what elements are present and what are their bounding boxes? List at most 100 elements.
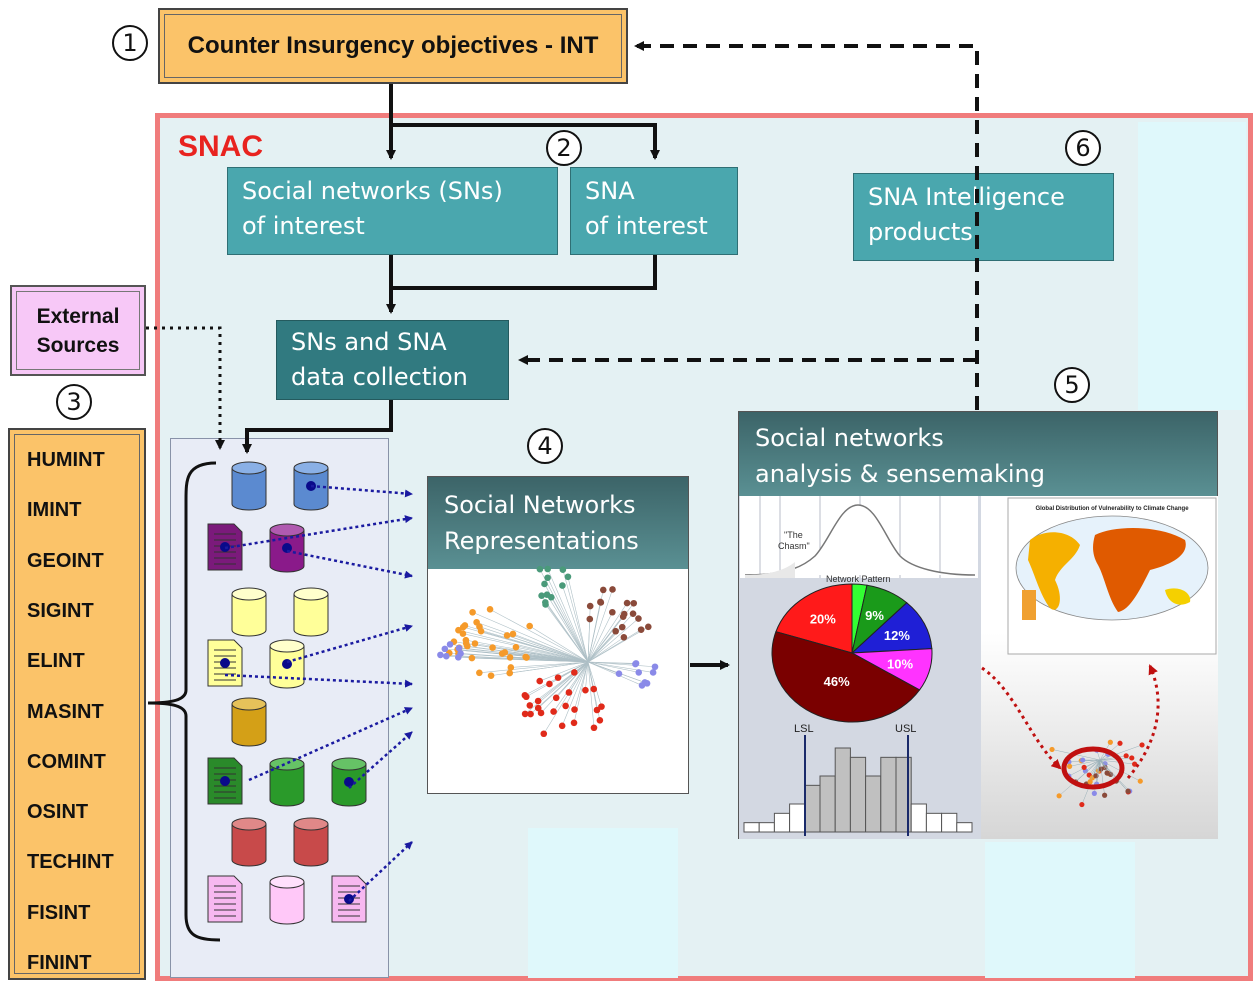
map-title: Global Distribution of Vulnerability to … bbox=[1035, 506, 1189, 512]
box-line: SNA Intelligence bbox=[868, 183, 1065, 211]
network-node bbox=[559, 566, 567, 574]
step-number: 4 bbox=[527, 428, 563, 464]
network-edge bbox=[587, 661, 643, 686]
network-node bbox=[635, 669, 643, 676]
int-source-item: FISINT bbox=[27, 901, 91, 924]
detail-node bbox=[1080, 757, 1086, 763]
network-node bbox=[590, 724, 598, 732]
network-node bbox=[498, 650, 506, 657]
feedback-to-objective bbox=[634, 41, 979, 410]
database-icon bbox=[293, 461, 329, 511]
network-node bbox=[554, 674, 562, 681]
network-node bbox=[599, 586, 607, 594]
header-line: Social Networks bbox=[444, 491, 636, 519]
network-node bbox=[544, 574, 551, 582]
network-node bbox=[558, 722, 566, 730]
db-top bbox=[231, 697, 267, 711]
network-node bbox=[644, 623, 652, 631]
network-node bbox=[635, 615, 642, 622]
light-patch bbox=[528, 828, 678, 978]
network-node bbox=[521, 710, 529, 718]
network-edge bbox=[562, 569, 589, 663]
network-node bbox=[637, 626, 645, 633]
box-line: products bbox=[868, 218, 973, 246]
network-edge bbox=[587, 612, 613, 663]
network-graph bbox=[437, 565, 659, 738]
database-icons bbox=[207, 461, 367, 925]
source-arrows bbox=[224, 484, 413, 902]
database-icon bbox=[269, 639, 305, 689]
analysis-header: Social networks analysis & sensemaking bbox=[739, 412, 1217, 496]
network-node bbox=[571, 669, 578, 676]
pie-label: 9% bbox=[865, 608, 884, 623]
network-edge bbox=[543, 661, 589, 734]
box-line: of interest bbox=[242, 212, 365, 240]
lsl-label: LSL bbox=[794, 723, 814, 735]
bell-fill bbox=[745, 562, 795, 578]
network-edge bbox=[553, 661, 589, 712]
box-line: data collection bbox=[291, 363, 468, 391]
database-icon bbox=[231, 461, 267, 511]
source-arrow bbox=[286, 624, 413, 664]
network-node bbox=[471, 640, 479, 647]
light-patch bbox=[985, 842, 1135, 978]
network-node bbox=[550, 708, 557, 715]
network-node bbox=[582, 686, 589, 694]
network-node bbox=[536, 677, 544, 685]
detail-edge bbox=[1089, 759, 1101, 776]
network-edge bbox=[512, 633, 589, 663]
network-edge bbox=[547, 568, 589, 663]
histogram-bar bbox=[956, 822, 973, 833]
network-node bbox=[536, 565, 544, 573]
network-edge bbox=[562, 585, 589, 663]
detail-node bbox=[1102, 792, 1108, 798]
source-arrow bbox=[286, 549, 413, 579]
detail-node bbox=[1137, 778, 1143, 784]
social-networks-box: Social networks (SNs) of interest bbox=[227, 167, 558, 255]
network-node bbox=[571, 706, 578, 713]
doc-page bbox=[207, 875, 243, 923]
detail-edge bbox=[1099, 759, 1117, 782]
histogram-bar bbox=[789, 803, 806, 833]
header-line: analysis & sensemaking bbox=[755, 460, 1045, 488]
network-edge bbox=[458, 657, 589, 663]
histogram-bar bbox=[880, 756, 897, 833]
network-edge bbox=[458, 629, 589, 663]
pie-slice bbox=[771, 631, 921, 723]
objective-box: Counter Insurgency objectives - INT bbox=[158, 8, 628, 84]
network-node bbox=[629, 610, 637, 617]
detail-node bbox=[1104, 770, 1110, 776]
int-source-item: FININT bbox=[27, 952, 92, 974]
database-icon bbox=[269, 523, 305, 573]
detail-edge bbox=[1084, 759, 1101, 768]
network-edge bbox=[464, 625, 589, 663]
network-edge bbox=[561, 661, 589, 726]
detail-node bbox=[1079, 801, 1085, 808]
detail-node bbox=[1125, 788, 1131, 794]
detail-node bbox=[1117, 740, 1123, 746]
document-icon bbox=[207, 875, 243, 923]
network-edge bbox=[524, 661, 589, 715]
step-number: 2 bbox=[546, 130, 582, 166]
detail-node bbox=[1091, 790, 1097, 796]
histogram-bar bbox=[849, 756, 867, 833]
network-detail-thumbnail bbox=[1049, 739, 1145, 808]
network-edge bbox=[587, 661, 602, 707]
network-edge bbox=[587, 661, 595, 728]
network-node bbox=[506, 654, 514, 661]
network-node bbox=[541, 580, 548, 588]
link-dot bbox=[282, 659, 292, 669]
network-node bbox=[623, 599, 631, 607]
representations-panel: Social Networks Representations bbox=[427, 476, 689, 794]
box-line: of interest bbox=[585, 212, 708, 240]
detail-edge bbox=[1069, 759, 1101, 767]
network-node bbox=[544, 565, 551, 573]
network-edge bbox=[587, 661, 637, 664]
histogram-bar bbox=[834, 747, 851, 833]
network-node bbox=[455, 644, 463, 652]
detail-node bbox=[1129, 755, 1135, 761]
network-node bbox=[540, 730, 548, 738]
network-edge bbox=[587, 613, 625, 663]
